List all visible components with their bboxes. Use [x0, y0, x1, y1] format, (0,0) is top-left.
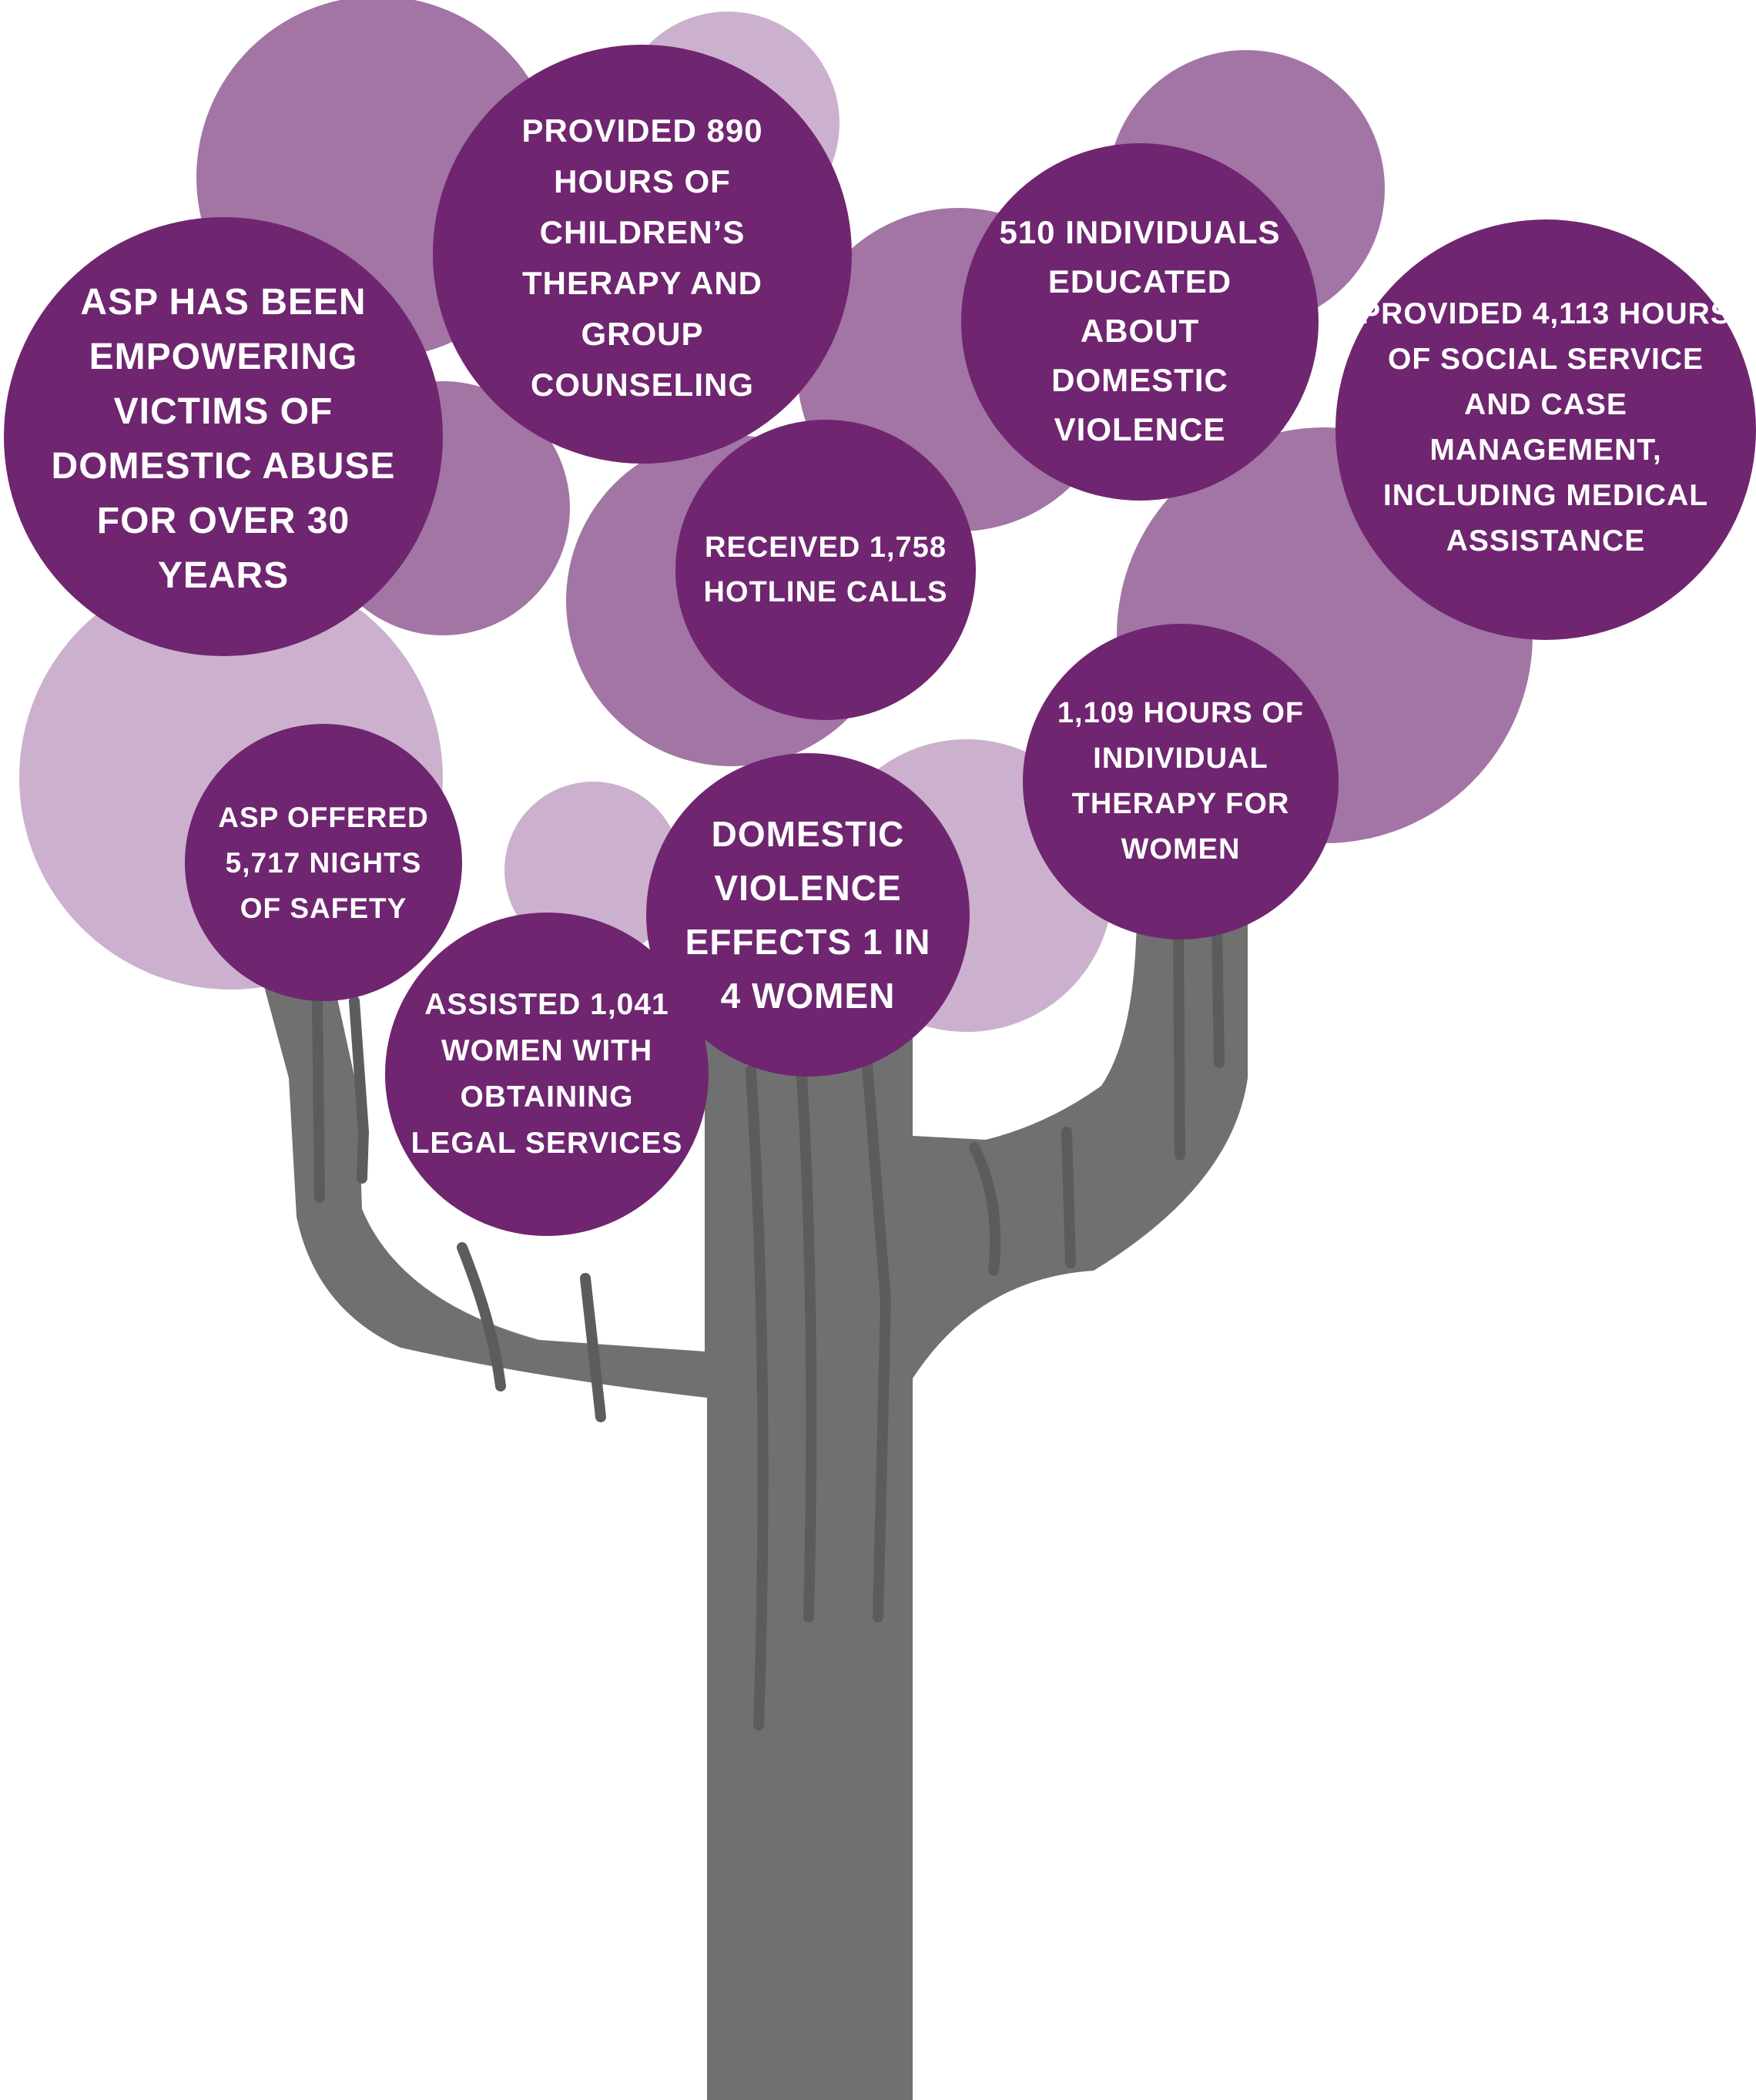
- fact-hotline-text: RECEIVED 1,758 HOTLINE CALLS: [703, 531, 948, 608]
- fact-asp-30-years: ASP HAS BEEN EMPOWERING VICTIMS OF DOMES…: [31, 282, 416, 596]
- fact-circle-nights-of-safety: [185, 724, 462, 1001]
- fact-individual-therapy-text: 1,109 HOURS OF INDIVIDUAL THERAPY FOR WO…: [1057, 697, 1305, 866]
- fact-circle-domestic-violence: [646, 753, 970, 1077]
- fact-individual-therapy: 1,109 HOURS OF INDIVIDUAL THERAPY FOR WO…: [1054, 678, 1308, 886]
- fact-legal-services: ASSISTED 1,041 WOMEN WITH OBTAINING LEGA…: [407, 978, 687, 1171]
- fact-circle-legal-services: [385, 913, 709, 1236]
- fact-hotline: RECEIVED 1,758 HOTLINE CALLS: [693, 516, 958, 624]
- bark-lines: [312, 919, 1225, 1730]
- fact-asp-30-years-text: ASP HAS BEEN EMPOWERING VICTIMS OF DOMES…: [51, 282, 396, 596]
- fact-circles: [4, 45, 1756, 1236]
- fact-domestic-violence: DOMESTIC VIOLENCE EFFECTS 1 IN 4 WOMEN: [677, 801, 939, 1029]
- fact-childrens-therapy-text: PROVIDED 890 HOURS OF CHILDREN’S THERAPY…: [521, 112, 763, 403]
- fact-nights-of-safety-text: ASP OFFERED 5,717 NIGHTS OF SAFETY: [218, 801, 429, 924]
- fact-social-service-text: PROVIDED 4,113 HOURS OF SOCIAL SERVICE A…: [1360, 297, 1731, 558]
- fact-circle-childrens-therapy: [433, 45, 852, 464]
- fact-circle-social-service: [1335, 219, 1756, 640]
- fact-circle-hotline: [675, 420, 976, 720]
- fact-circle-asp-30-years: [4, 217, 443, 656]
- fact-circle-individual-therapy: [1023, 624, 1339, 939]
- trunk-shape: [262, 886, 1248, 2100]
- fact-circle-educated: [961, 143, 1319, 501]
- fact-childrens-therapy: PROVIDED 890 HOURS OF CHILDREN’S THERAPY…: [493, 108, 792, 408]
- fact-nights-of-safety: ASP OFFERED 5,717 NIGHTS OF SAFETY: [214, 789, 433, 936]
- fact-legal-services-text: ASSISTED 1,041 WOMEN WITH OBTAINING LEGA…: [411, 988, 683, 1160]
- fact-social-service: PROVIDED 4,113 HOURS OF SOCIAL SERVICE A…: [1356, 297, 1736, 558]
- tree-trunk: [262, 886, 1248, 2100]
- fact-domestic-violence-text: DOMESTIC VIOLENCE EFFECTS 1 IN 4 WOMEN: [685, 814, 931, 1016]
- fact-educated-text: 510 INDIVIDUALS EDUCATED ABOUT DOMESTIC …: [999, 214, 1281, 447]
- fact-educated: 510 INDIVIDUALS EDUCATED ABOUT DOMESTIC …: [994, 214, 1286, 447]
